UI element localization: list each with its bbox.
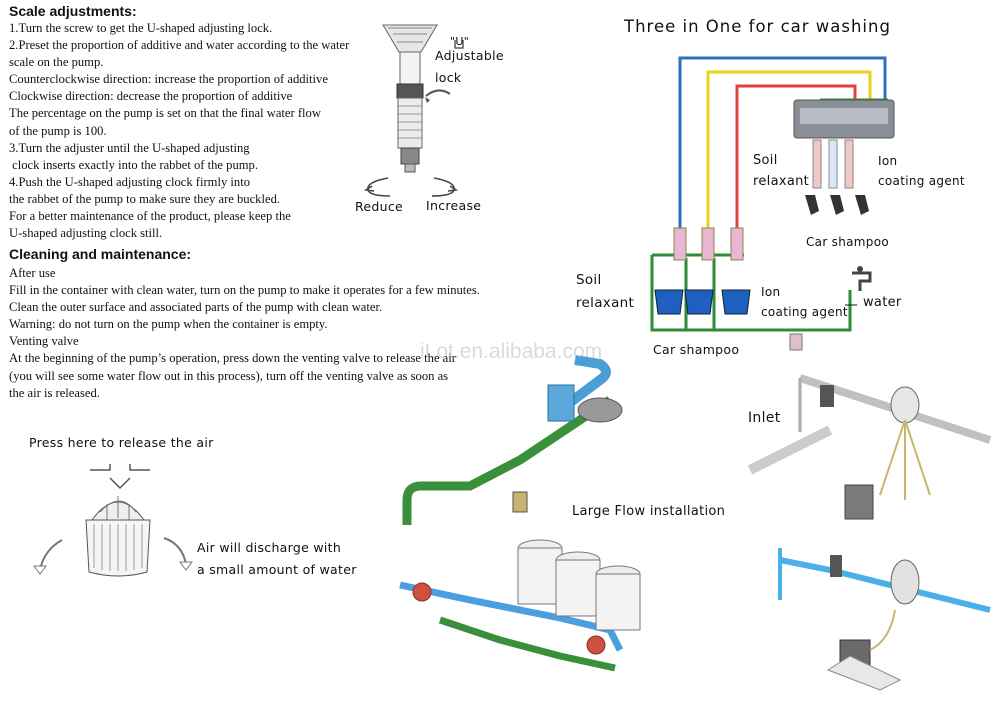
scale-line: 2.Preset the proportion of additive and … xyxy=(9,38,350,53)
soil-relaxant-lower: Soil relaxant xyxy=(576,269,634,315)
scale-line: Counterclockwise direction: increase the… xyxy=(9,72,328,87)
scale-line: scale on the pump. xyxy=(9,55,104,70)
cleaning-line: At the beginning of the pump’s operation… xyxy=(9,351,456,366)
tap-icon xyxy=(852,266,872,291)
scale-line: 4.Push the U-shaped adjusting clock firm… xyxy=(9,174,250,189)
label-line: Ion xyxy=(878,154,898,168)
car-shampoo-upper: Car shampoo xyxy=(806,235,889,249)
cleaning-heading: Cleaning and maintenance: xyxy=(9,246,192,262)
label-line: Soil xyxy=(753,153,778,168)
watermark: iLot.en.alibaba.com xyxy=(420,340,603,363)
label-line: Ion xyxy=(761,285,781,299)
scale-heading: Scale adjustments: xyxy=(9,3,137,19)
scale-line: clock inserts exactly into the rabbet of… xyxy=(9,157,259,172)
filter-icon xyxy=(789,333,803,351)
cleaning-line: (you will see some water flow out in thi… xyxy=(9,368,449,383)
cleaning-instructions: After use Fill in the container with cle… xyxy=(9,265,480,402)
scale-instructions: 1.Turn the screw to get the U-shaped adj… xyxy=(9,20,349,242)
label-line: Soil xyxy=(576,272,602,288)
reduce-label: Reduce xyxy=(355,199,404,214)
label-line: coating agent xyxy=(761,305,848,319)
cleaning-line: Warning: do not turn on the pump when th… xyxy=(9,317,328,332)
adjustable-label: Adjustable xyxy=(435,48,504,63)
label-line: relaxant xyxy=(753,174,810,189)
label-line: a small amount of water xyxy=(197,562,357,577)
cleaning-line: the air is released. xyxy=(9,385,100,400)
scale-line: of the pump is 100. xyxy=(9,123,107,138)
large-flow-piping xyxy=(399,355,641,672)
cleaning-line: Fill in the container with clean water, … xyxy=(9,283,480,298)
cleaning-line: After use xyxy=(9,266,56,280)
label-line: coating agent xyxy=(878,174,965,188)
cleaning-line: Venting valve xyxy=(9,334,79,349)
rotate-arrows xyxy=(363,177,459,197)
inlet-installation xyxy=(747,374,992,520)
label-line: Air will discharge with xyxy=(197,540,342,555)
ion-coating-lower: Ion coating agent xyxy=(761,282,848,322)
inlet-label: Inlet xyxy=(748,410,781,426)
label-line: relaxant xyxy=(576,295,635,311)
lock-label: lock xyxy=(435,70,462,85)
cleaning-line: Clean the outer surface and associated p… xyxy=(9,300,383,315)
scale-line: For a better maintenance of the product,… xyxy=(9,209,291,224)
ion-coating-upper: Ion coating agent xyxy=(878,151,965,191)
chemical-buckets xyxy=(654,289,751,315)
water-label: water xyxy=(863,295,902,310)
scale-line: the rabbet of the pump to make sure they… xyxy=(9,191,281,206)
carwash-title: Three in One for car washing xyxy=(624,17,891,36)
air-discharge-label: Air will discharge with a small amount o… xyxy=(197,537,357,581)
soil-relaxant-upper: Soil relaxant xyxy=(753,150,809,192)
scale-line: Clockwise direction: decrease the propor… xyxy=(9,89,293,104)
scale-line: 1.Turn the screw to get the U-shaped adj… xyxy=(9,21,273,35)
scale-line: The percentage on the pump is set on tha… xyxy=(9,106,321,121)
car-shampoo-lower: Car shampoo xyxy=(653,342,740,357)
car-washer-unit xyxy=(793,99,895,215)
press-release-label: Press here to release the air xyxy=(29,435,214,450)
large-flow-label: Large Flow installation xyxy=(572,504,726,519)
dosing-pumps xyxy=(673,227,744,261)
u-lock-mark: "U" xyxy=(450,35,470,48)
lower-right-installation xyxy=(778,548,991,691)
scale-line: U-shaped adjusting clock still. xyxy=(9,226,163,241)
venting-valve-illustration xyxy=(33,464,193,577)
carwash-diagram xyxy=(650,56,888,332)
pump-adjuster-illustration xyxy=(382,24,451,173)
scale-line: 3.Turn the adjuster until the U-shaped a… xyxy=(9,140,250,155)
u-lock-icon xyxy=(454,40,464,49)
increase-label: Increase xyxy=(426,198,482,213)
